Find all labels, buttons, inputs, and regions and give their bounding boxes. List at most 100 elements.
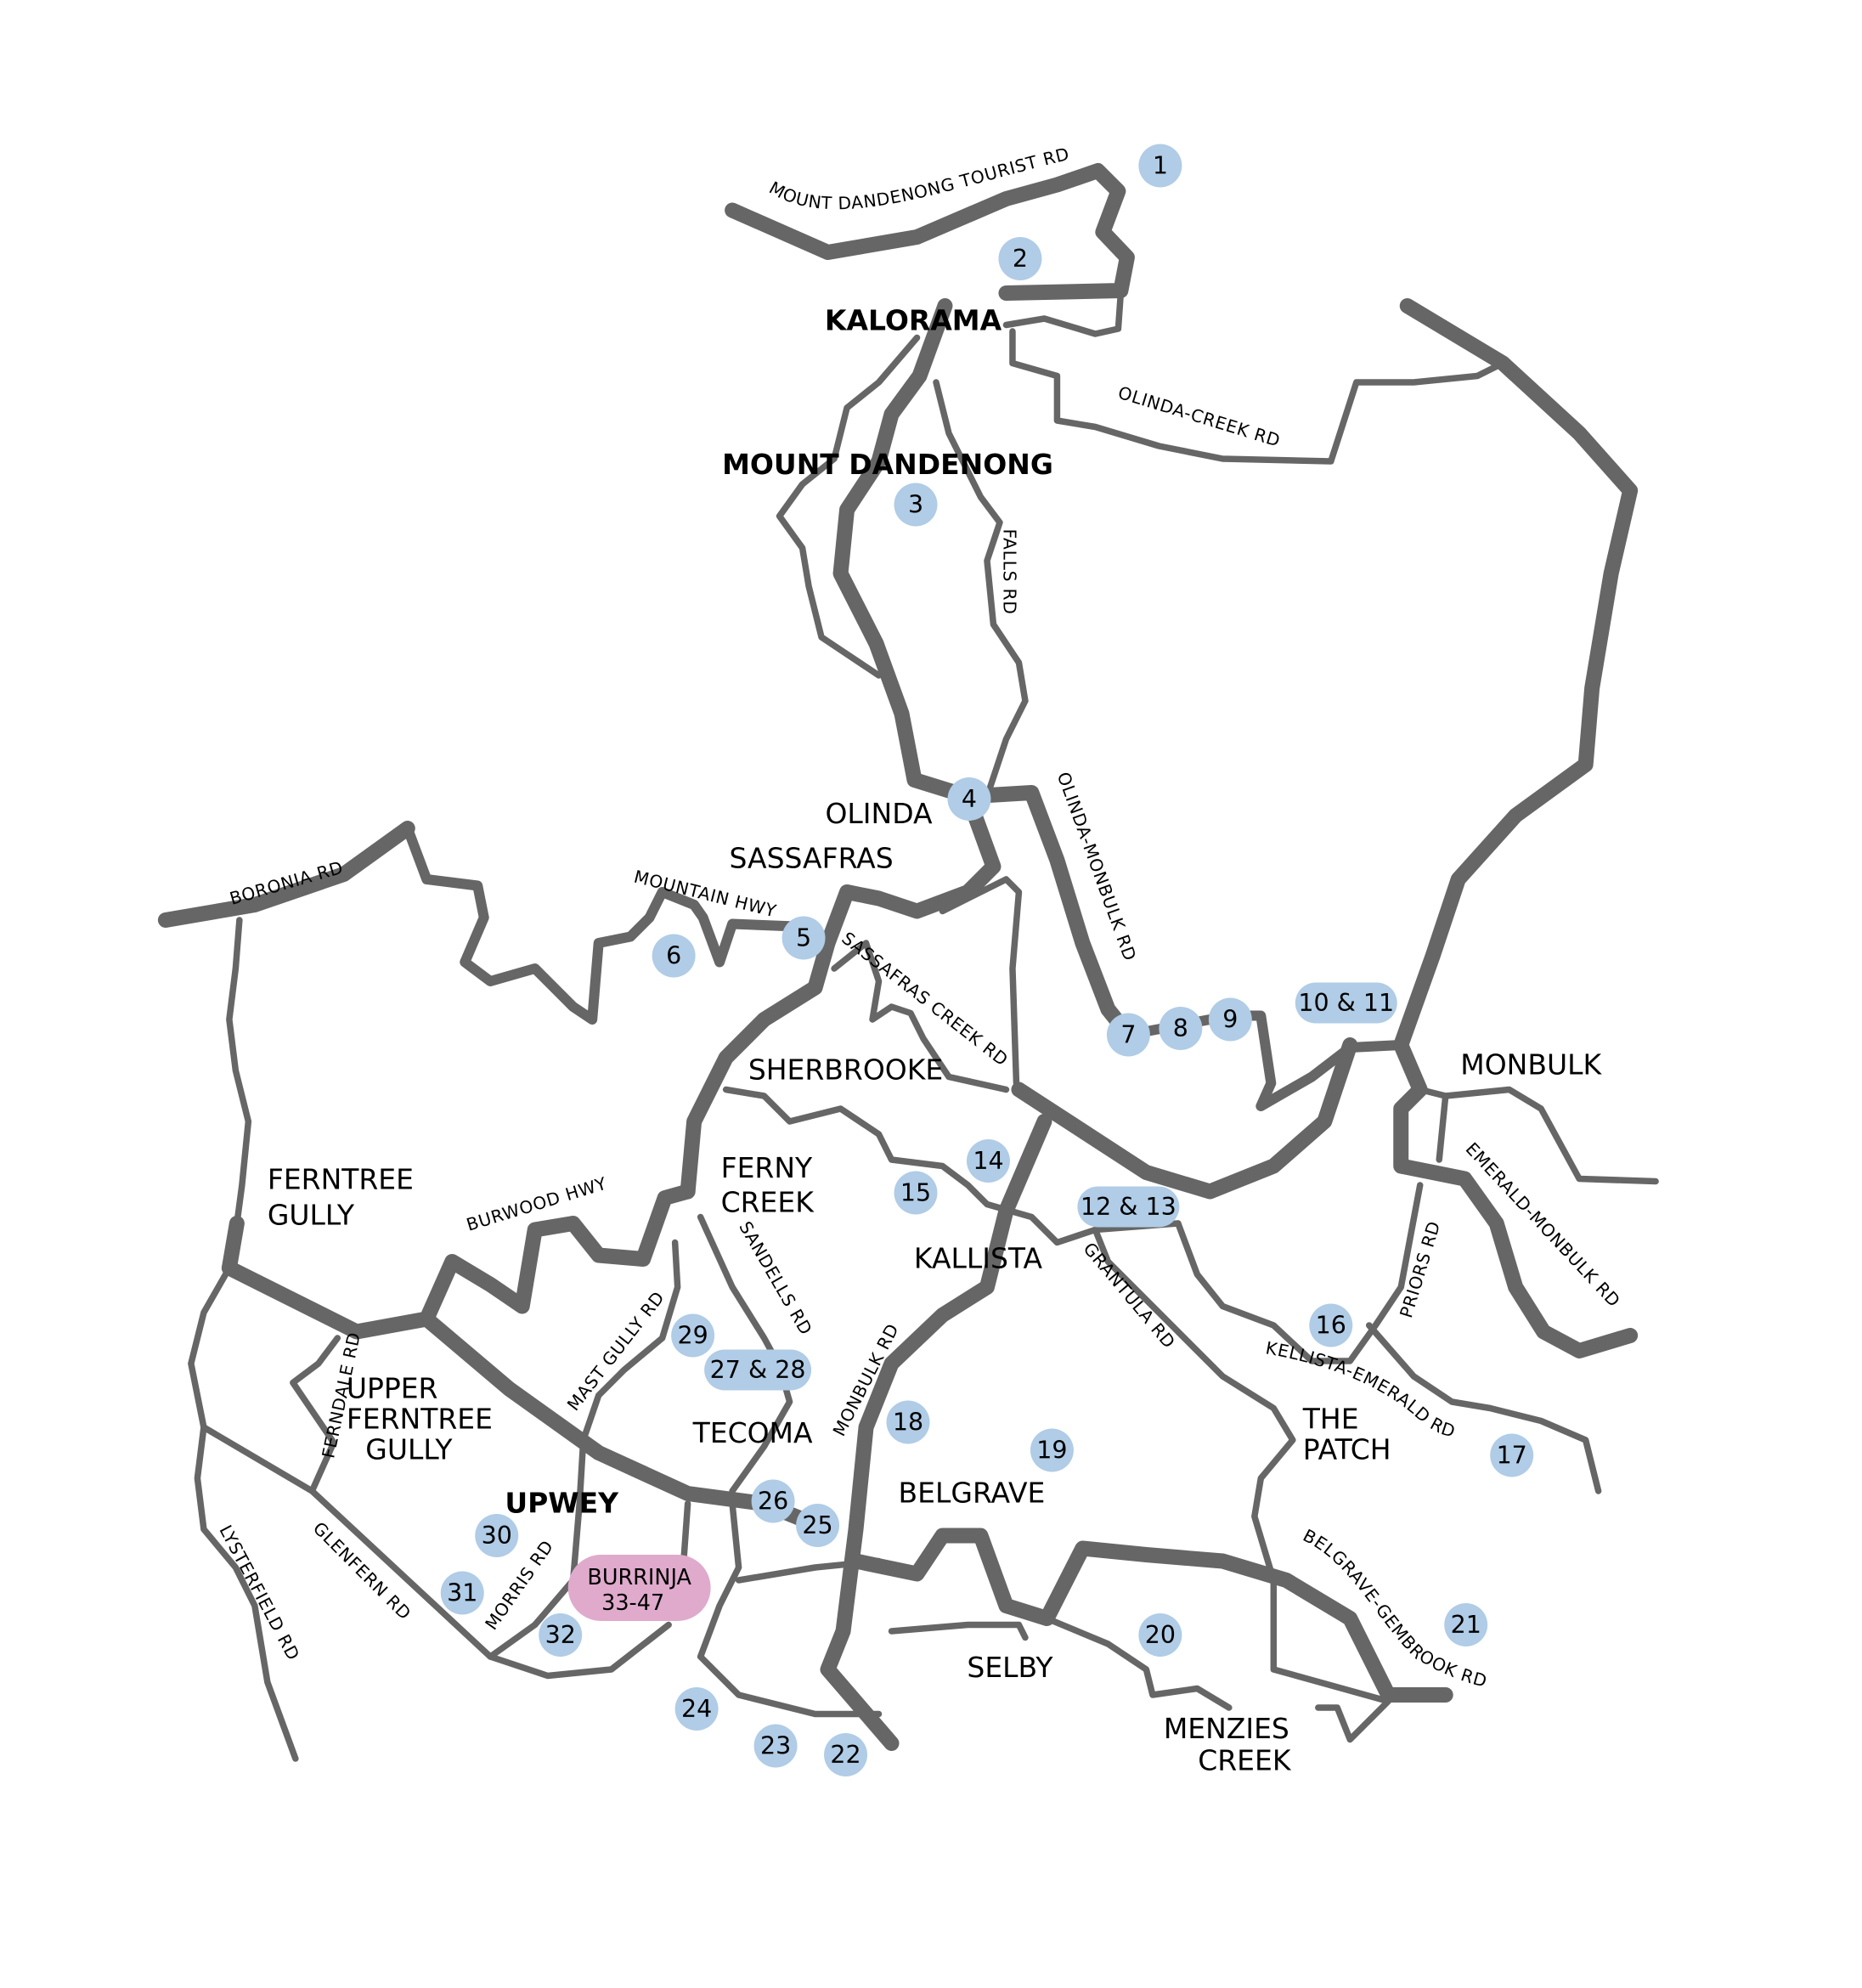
road-label-mast-gully: MAST GULLY RD: [563, 1287, 669, 1415]
road-boronia: [157, 821, 415, 928]
svg-text:33-47: 33-47: [601, 1590, 664, 1616]
marker-22[interactable]: 22: [824, 1733, 868, 1776]
marker-9[interactable]: 9: [1208, 997, 1252, 1042]
marker-17[interactable]: 17: [1490, 1433, 1534, 1477]
marker-10-11[interactable]: 10 & 11: [1295, 982, 1397, 1024]
road-olinda-creek: [1009, 328, 1506, 465]
road-falls: [933, 379, 1029, 800]
place-labels: KALORAMA MOUNT DANDENONG OLINDA SASSAFRA…: [268, 303, 1603, 1776]
svg-text:15: 15: [900, 1178, 931, 1206]
place-kallista: KALLISTA: [914, 1241, 1043, 1274]
svg-text:10 & 11: 10 & 11: [1298, 989, 1394, 1017]
svg-text:26: 26: [758, 1487, 788, 1515]
marker-3[interactable]: 3: [894, 483, 938, 527]
road-ferndale: [290, 1335, 341, 1494]
svg-text:2: 2: [1013, 245, 1028, 273]
marker-24[interactable]: 24: [674, 1687, 719, 1731]
marker-27-28[interactable]: 27 & 28: [704, 1349, 812, 1391]
place-selby: SELBY: [967, 1651, 1053, 1684]
svg-text:6: 6: [666, 941, 681, 969]
road-glenfern: [200, 1424, 672, 1680]
road-ferntree-north: [226, 917, 252, 1227]
marker-25[interactable]: 25: [796, 1504, 840, 1547]
road-ferntree-boronia: [221, 1216, 245, 1276]
svg-text:22: 22: [830, 1741, 860, 1769]
marker-16[interactable]: 16: [1309, 1303, 1353, 1347]
svg-text:BURRINJA: BURRINJA: [587, 1565, 691, 1590]
svg-text:30: 30: [482, 1522, 512, 1550]
svg-text:24: 24: [681, 1695, 712, 1723]
place-tecoma: TECOMA: [692, 1416, 813, 1449]
marker-12-13[interactable]: 12 & 13: [1077, 1186, 1180, 1228]
svg-text:7: 7: [1120, 1020, 1136, 1048]
place-olinda: OLINDA: [825, 797, 933, 830]
roads: [157, 163, 1659, 1762]
road-monbulk-east: [1416, 1086, 1659, 1185]
road-label-grantula: GRANTULA RD: [1080, 1239, 1180, 1353]
road-olinda-monbulk: [960, 785, 1137, 1042]
marker-2[interactable]: 2: [998, 237, 1042, 280]
road-tourist: [725, 163, 1135, 301]
road-tecoma-south: [697, 1500, 883, 1718]
svg-text:19: 19: [1036, 1436, 1067, 1464]
marker-5[interactable]: 5: [781, 916, 826, 960]
road-monbulk: [820, 1114, 1052, 1751]
markers: 1 2 3 4 5 6 7 8 9 10 & 11 12 & 13 14 15 …: [440, 144, 1534, 1776]
svg-text:17: 17: [1497, 1441, 1527, 1469]
road-sassafras-ferny: [680, 788, 1002, 1200]
road-sherbrooke-monbulk: [1011, 1037, 1358, 1200]
svg-text:1: 1: [1153, 151, 1168, 179]
road-monbulk-link: [1436, 1093, 1449, 1163]
marker-19[interactable]: 19: [1030, 1428, 1074, 1472]
marker-15[interactable]: 15: [894, 1171, 938, 1215]
svg-text:4: 4: [962, 785, 977, 813]
road-lysterfield: [188, 1264, 299, 1762]
road-mountain-hwy: [402, 823, 802, 1025]
marker-32[interactable]: 32: [539, 1613, 583, 1657]
road-grantula: [1092, 1226, 1392, 1743]
road-label-sandells: SANDELLS RD: [735, 1217, 816, 1338]
road-sassafras-creek: [831, 940, 1010, 1093]
road-label-sassafras-creek: SASSAFRAS CREEK RD: [838, 928, 1012, 1070]
marker-21[interactable]: 21: [1444, 1603, 1488, 1646]
marker-7[interactable]: 7: [1106, 1013, 1150, 1057]
marker-1[interactable]: 1: [1138, 144, 1182, 188]
road-label-falls: FALLS RD: [999, 529, 1019, 615]
marker-6[interactable]: 6: [652, 934, 696, 978]
marker-30[interactable]: 30: [475, 1514, 519, 1557]
place-upwey: UPWEY: [505, 1486, 619, 1519]
svg-text:27 & 28: 27 & 28: [710, 1356, 806, 1384]
marker-4[interactable]: 4: [947, 777, 991, 821]
marker-29[interactable]: 29: [671, 1313, 715, 1358]
road-sassafras-east: [939, 876, 1023, 1087]
marker-burrinja[interactable]: BURRINJA 33-47: [567, 1555, 711, 1621]
place-sherbrooke: SHERBROOKE: [748, 1053, 943, 1086]
place-mount-dandenong: MOUNT DANDENONG: [722, 448, 1053, 481]
svg-text:21: 21: [1451, 1611, 1481, 1639]
marker-20[interactable]: 20: [1138, 1613, 1182, 1657]
marker-18[interactable]: 18: [886, 1400, 930, 1444]
road-kallista-patch: [1175, 1182, 1424, 1364]
svg-text:23: 23: [760, 1731, 791, 1759]
marker-31[interactable]: 31: [440, 1571, 484, 1615]
road-selby: [888, 1621, 1029, 1641]
marker-8[interactable]: 8: [1159, 1007, 1203, 1050]
marker-14[interactable]: 14: [966, 1139, 1010, 1183]
svg-text:29: 29: [678, 1321, 708, 1349]
place-belgrave: BELGRAVE: [899, 1476, 1046, 1509]
road-kalorama-olinda: [832, 298, 976, 805]
road-kalorama-east: [1002, 290, 1125, 337]
road-kalorama-west: [776, 334, 921, 679]
svg-text:25: 25: [802, 1511, 832, 1539]
road-mast-gully: [579, 1239, 681, 1443]
marker-23[interactable]: 23: [753, 1724, 798, 1768]
road-burwood-hwy: [221, 1183, 696, 1340]
marker-26[interactable]: 26: [751, 1479, 795, 1523]
road-label-tourist: MOUNT DANDENONG TOURIST RD: [765, 144, 1071, 214]
road-label-emerald-monbulk: EMERALD-MONBULK RD: [1462, 1138, 1625, 1311]
